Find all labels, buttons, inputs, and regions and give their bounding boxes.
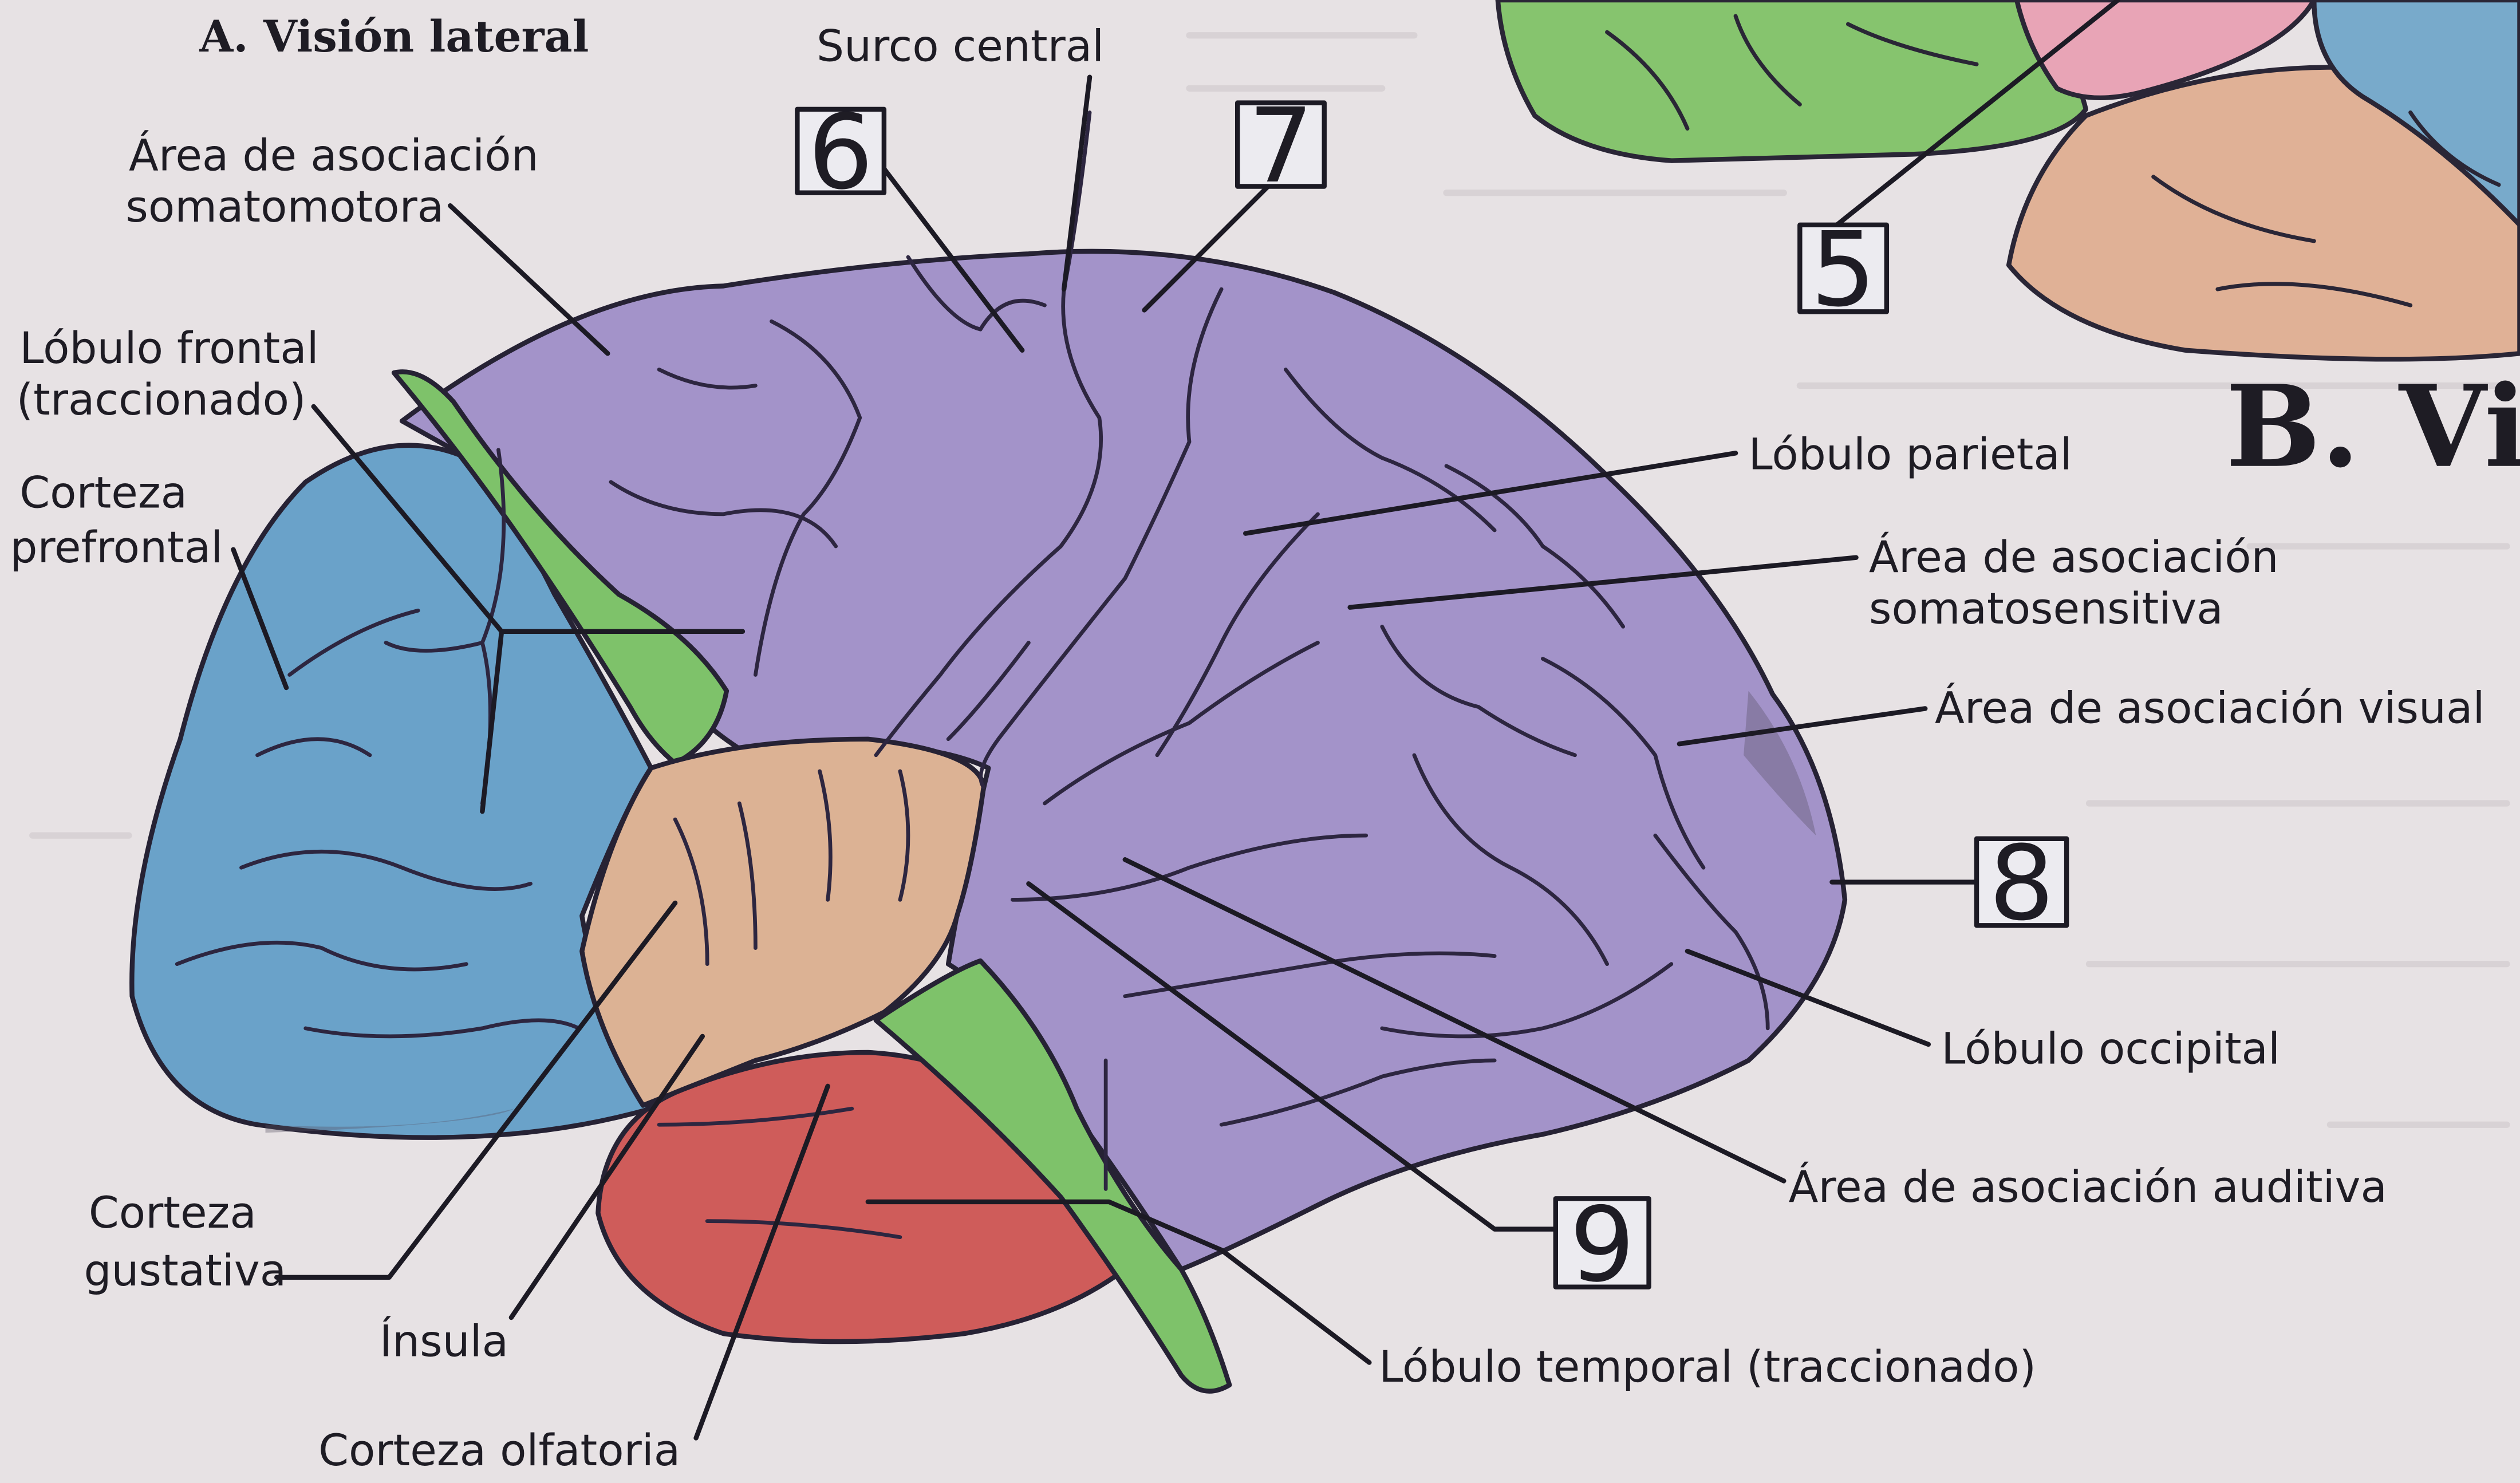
label-somatosensory-assoc-2: somatosensitiva xyxy=(1869,583,2223,634)
label-frontal-lobe-1: Lóbulo frontal xyxy=(19,323,318,373)
label-somatomotor-assoc-2: somatomotora xyxy=(125,182,444,232)
box-5-number: 5 xyxy=(1811,210,1876,330)
panel-a-title: A. Visión lateral xyxy=(199,11,589,62)
label-occipital-lobe: Lóbulo occipital xyxy=(1941,1024,2280,1074)
label-central-sulcus: Surco central xyxy=(817,21,1104,72)
label-temporal-lobe: Lóbulo temporal (traccionado) xyxy=(1379,1342,2036,1392)
label-gustatory-1: Corteza xyxy=(89,1188,257,1238)
box-6-number: 6 xyxy=(808,93,873,212)
label-somatosensory-assoc-1: Área de asociación xyxy=(1869,531,2279,582)
box-8-number: 8 xyxy=(1989,824,2054,944)
panel-b-title: B. Visión late xyxy=(2226,361,2520,493)
label-auditory-assoc: Área de asociación auditiva xyxy=(1789,1161,2387,1212)
label-prefrontal-2: prefrontal xyxy=(10,522,223,573)
label-prefrontal-1: Corteza xyxy=(19,468,187,518)
label-frontal-lobe-2: (traccionado) xyxy=(17,374,306,425)
panel-b-brain-fragment xyxy=(1498,0,2520,359)
label-parietal-lobe: Lóbulo parietal xyxy=(1749,429,2072,479)
label-visual-assoc: Área de asociación visual xyxy=(1935,683,2484,733)
panel-b-green-region xyxy=(1498,0,2086,161)
label-insula: Ínsula xyxy=(380,1315,508,1366)
leader-somatomotor xyxy=(450,206,608,353)
label-olfactory: Corteza olfatoria xyxy=(318,1425,680,1476)
label-somatomotor-assoc-1: Área de asociación xyxy=(129,129,539,180)
box-7-number: 7 xyxy=(1248,86,1314,206)
label-gustatory-2: gustativa xyxy=(84,1245,286,1296)
box-9-number: 9 xyxy=(1569,1185,1635,1305)
